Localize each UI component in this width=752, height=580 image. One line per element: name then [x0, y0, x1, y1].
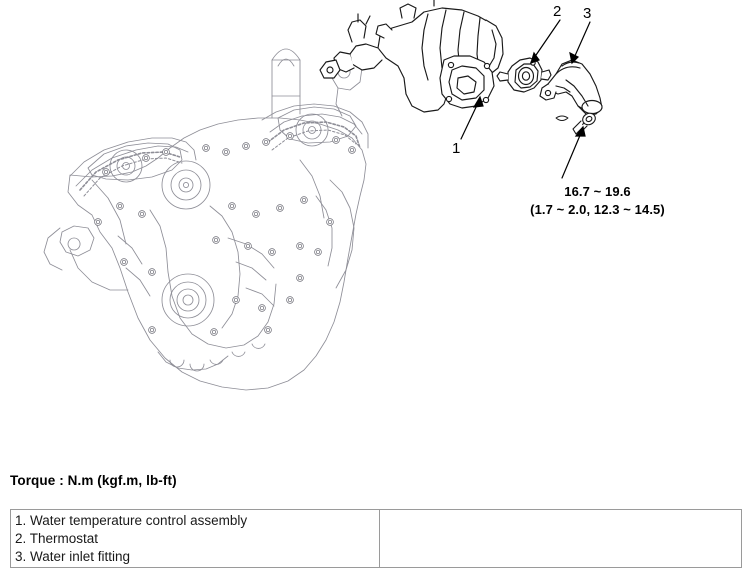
- arrowhead-1: [472, 95, 484, 108]
- parts-legend-table: 1. Water temperature control assembly 2.…: [10, 509, 742, 568]
- water-temperature-control-assembly: [319, 0, 504, 113]
- water-inlet-fitting: [539, 59, 603, 121]
- callout-leaders: [460, 19, 591, 179]
- figure-area: 1 2 3 16.7 ~ 19.6 (1.7 ~ 2.0, 12.3 ~ 14.…: [43, 0, 690, 391]
- torque-units-heading: Torque : N.m (kgf.m, lb-ft): [10, 473, 177, 488]
- leader-line-1: [460, 102, 479, 140]
- legend-item-2: 2. Thermostat: [15, 531, 99, 546]
- arrowhead-2: [530, 51, 540, 64]
- torque-spec-line-1: 16.7 ~ 19.6: [564, 184, 631, 199]
- engine-block-illustration: [43, 48, 369, 391]
- legend-item-1: 1. Water temperature control assembly: [15, 513, 248, 528]
- leader-line-2: [533, 19, 561, 59]
- legend-items-cell: 1. Water temperature control assembly 2.…: [11, 510, 380, 567]
- torque-spec-line-2: (1.7 ~ 2.0, 12.3 ~ 14.5): [530, 201, 665, 217]
- callout-label-3: 3: [583, 5, 592, 22]
- arrowhead-torque: [574, 125, 586, 137]
- torque-specification: 16.7 ~ 19.6 (1.7 ~ 2.0, 12.3 ~ 14.5): [505, 183, 690, 218]
- thermostat: [496, 57, 552, 93]
- engine-diagram-svg: [43, 0, 603, 391]
- callout-label-2: 2: [553, 3, 562, 20]
- bolt: [572, 112, 596, 135]
- legend-item-3: 3. Water inlet fitting: [15, 549, 131, 564]
- arrowhead-3: [569, 51, 580, 65]
- leader-line-torque: [561, 132, 582, 179]
- legend-empty-cell: [380, 510, 741, 567]
- leader-line-3: [573, 21, 591, 59]
- callout-label-1: 1: [452, 140, 461, 157]
